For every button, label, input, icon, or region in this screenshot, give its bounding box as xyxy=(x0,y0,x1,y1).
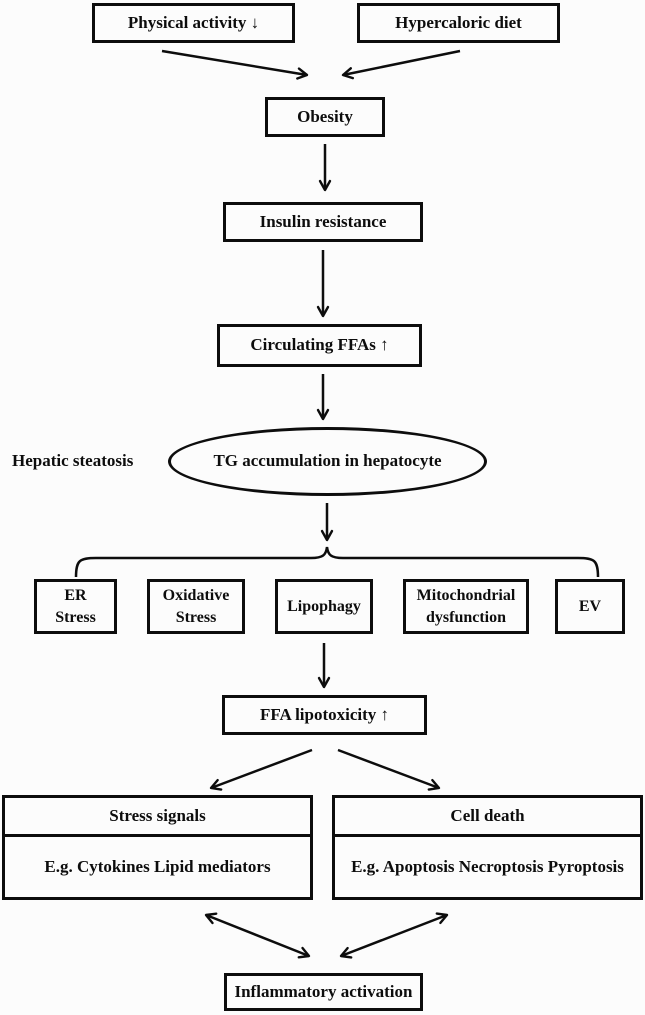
arrow-ffa-lipotoxicity-to-stress-signals xyxy=(209,748,313,791)
node-obesity: Obesity xyxy=(265,97,385,137)
arrow-physical-activity-to-obesity xyxy=(161,49,309,80)
node-mitochondrial-dysfunction: Mitochondrial dysfunction xyxy=(403,579,529,634)
stress-signals-header: Stress signals xyxy=(5,798,310,837)
double-arrow-cell-death-inflammatory xyxy=(339,912,449,959)
node-inflammatory-activation: Inflammatory activation xyxy=(224,973,423,1011)
double-arrow-stress-signals-inflammatory xyxy=(204,912,311,959)
node-line: Lipophagy xyxy=(287,597,361,615)
arrow-ffa-lipotoxicity-to-cell-death xyxy=(337,748,441,791)
node-er-stress: ER Stress xyxy=(34,579,117,634)
node-tg-accumulation-ellipse: TG accumulation in hepatocyte xyxy=(168,427,487,496)
node-line: Stress xyxy=(175,608,217,626)
cell-death-examples: E.g. Apoptosis Necroptosis Pyroptosis xyxy=(351,857,624,876)
node-line: Stress xyxy=(55,608,96,626)
node-line: Oxidative xyxy=(162,586,230,604)
node-ev: EV xyxy=(555,579,625,634)
node-oxidative-stress: Oxidative Stress xyxy=(147,579,245,634)
node-line: ER xyxy=(64,586,87,604)
node-line: EV xyxy=(578,597,602,615)
node-lipophagy: Lipophagy xyxy=(275,579,373,634)
fanout-brace xyxy=(74,546,600,578)
cell-death-header: Cell death xyxy=(335,798,640,837)
node-line: Mitochondrial xyxy=(416,586,516,604)
node-line: dysfunction xyxy=(425,608,507,626)
node-stress-signals-table: Stress signals E.g. Cytokines Lipid medi… xyxy=(2,795,313,900)
node-insulin-resistance: Insulin resistance xyxy=(223,202,423,242)
node-hypercaloric-diet: Hypercaloric diet xyxy=(357,3,560,43)
arrow-hypercaloric-diet-to-obesity xyxy=(341,49,461,80)
node-circulating-ffas: Circulating FFAs ↑ xyxy=(217,324,422,367)
node-cell-death-table: Cell death E.g. Apoptosis Necroptosis Py… xyxy=(332,795,643,900)
node-physical-activity: Physical activity ↓ xyxy=(92,3,295,43)
node-ffa-lipotoxicity: FFA lipotoxicity ↑ xyxy=(222,695,427,735)
hepatic-steatosis-label: Hepatic steatosis xyxy=(12,451,134,470)
stress-signals-examples: E.g. Cytokines Lipid mediators xyxy=(44,857,271,876)
